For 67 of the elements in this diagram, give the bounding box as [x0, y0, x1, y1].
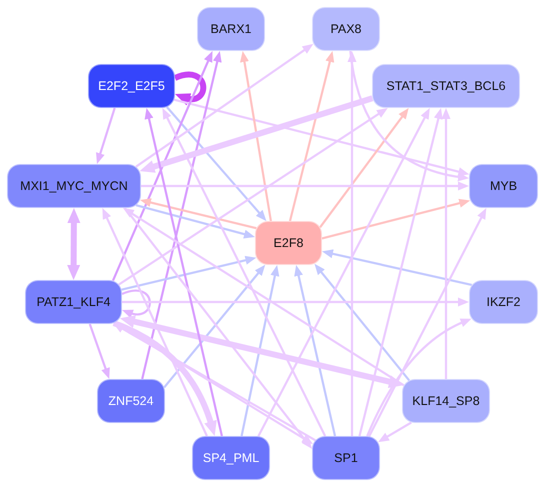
arrow — [122, 298, 469, 306]
gene-label: SP4_PML — [202, 450, 260, 466]
arrow — [124, 207, 312, 449]
arrow — [322, 198, 470, 240]
arrow — [442, 108, 450, 379]
gene-node — [469, 280, 538, 324]
double-headed-arrow — [120, 315, 404, 388]
gene-label: MYB — [490, 178, 518, 194]
gene-label: MXI1_MYC_MYCN — [20, 178, 128, 194]
arrow — [348, 51, 356, 436]
gene-node — [7, 164, 141, 208]
arrow — [140, 198, 257, 230]
arrow — [349, 50, 469, 182]
arrow — [118, 108, 388, 286]
gene-label: PATZ1_KLF4 — [36, 294, 110, 310]
gene-node — [255, 221, 322, 265]
arrow — [294, 264, 336, 436]
gene-node — [88, 64, 175, 108]
arrow — [166, 106, 266, 222]
gene-node — [197, 7, 265, 51]
arrow — [240, 265, 280, 436]
self-loop-arrow — [174, 72, 206, 106]
gene-label: IKZF2 — [486, 294, 521, 310]
arrow — [174, 98, 470, 176]
arrow — [112, 320, 217, 436]
arrow — [314, 264, 410, 382]
double-headed-arrow — [67, 208, 80, 280]
gene-label: KLF14_SP8 — [412, 394, 480, 408]
arrow — [163, 264, 266, 388]
arrow — [240, 51, 272, 222]
gene-label: E2F2_E2F5 — [98, 78, 165, 94]
gene-node — [192, 436, 270, 480]
arrow — [122, 208, 404, 386]
arrow — [112, 50, 212, 282]
gene-node — [25, 280, 122, 324]
gene-label: E2F8 — [274, 236, 304, 250]
gene-node — [402, 379, 490, 423]
arrow — [136, 204, 255, 239]
gene-node — [312, 7, 380, 51]
arrow — [135, 44, 314, 168]
arrow — [141, 182, 469, 190]
arrow — [96, 108, 116, 164]
arrow — [162, 108, 326, 436]
arrow — [322, 249, 472, 286]
gene-label: STAT1_STAT3_BCL6 — [386, 78, 506, 94]
gene-node — [469, 164, 538, 208]
gene-label: ZNF524 — [108, 394, 154, 408]
arrow — [257, 108, 430, 437]
arrow — [319, 108, 409, 228]
arrow — [368, 208, 486, 437]
gene-node — [312, 436, 380, 480]
arrow — [378, 422, 412, 442]
arrow — [358, 108, 443, 436]
arrow — [140, 95, 374, 173]
arrow — [121, 256, 256, 291]
gene-label: BARX1 — [210, 22, 252, 36]
arrow — [141, 51, 222, 380]
arrow — [88, 324, 110, 379]
arrow — [144, 108, 223, 436]
gene-node — [97, 379, 165, 423]
gene-node — [372, 64, 520, 108]
gene-label: SP1 — [334, 450, 358, 466]
self-loop-arrow — [122, 290, 151, 318]
arrow — [288, 51, 334, 222]
gene-label: PAX8 — [330, 22, 362, 36]
arrow — [366, 318, 472, 436]
arrow — [102, 208, 208, 436]
